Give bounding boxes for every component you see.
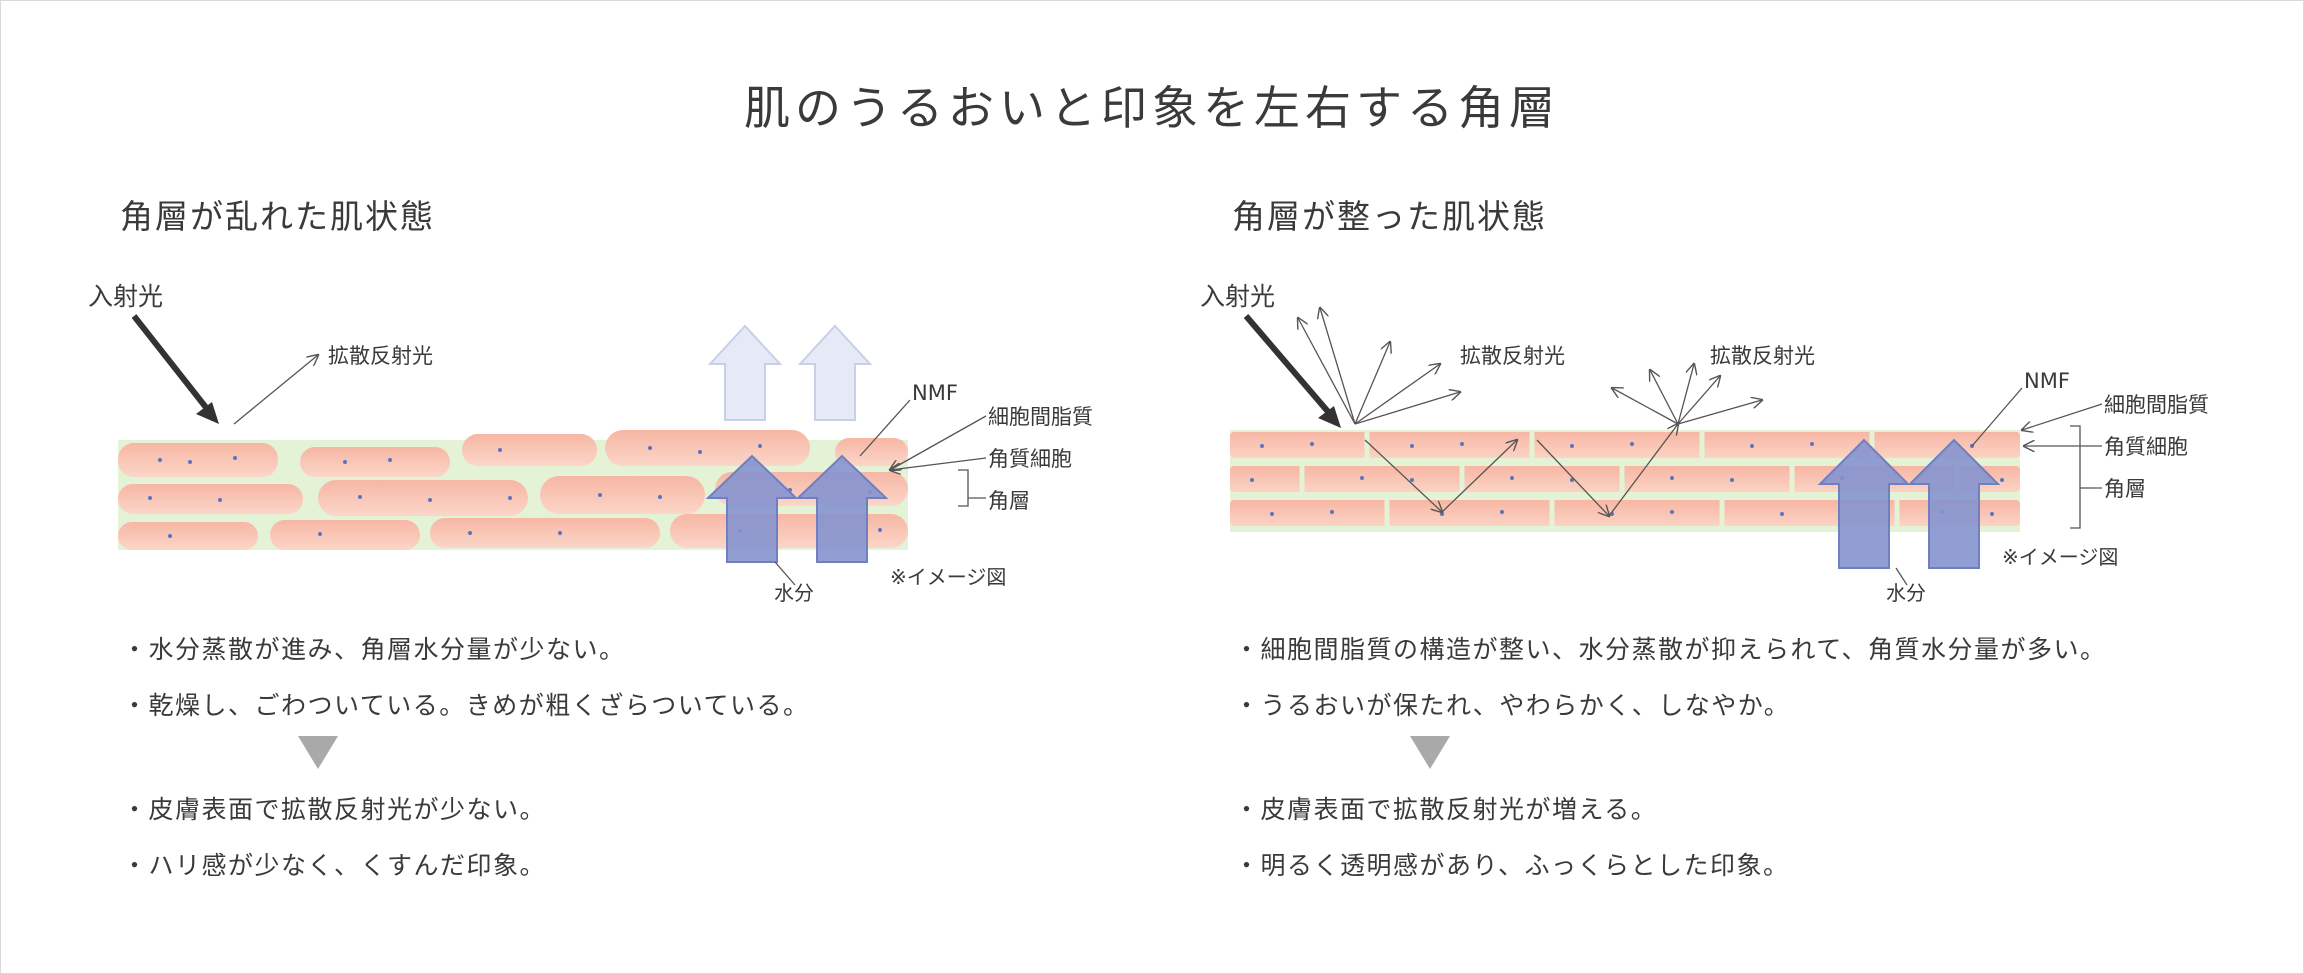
bullet-item: ・うるおいが保たれ、やわらかく、しなやか。 — [1234, 691, 1791, 720]
disordered-skin-diagram: 入射光 拡散反射光 NMF 細胞間脂質 角質細胞 角層 水分 ※イメージ図 — [88, 282, 1093, 605]
bullet-item: ・水分蒸散が進み、角層水分量が少ない。 — [122, 635, 626, 664]
evaporating-water-arrows — [707, 324, 873, 421]
bullet-item: ・乾燥し、ごわついている。きめが粗くざらついている。 — [122, 691, 810, 720]
image-note: ※イメージ図 — [2002, 545, 2118, 569]
cell-borders — [1299, 432, 1960, 526]
diffuse-reflection-fan — [1298, 308, 1460, 425]
stratum-corneum-label: 角層 — [988, 489, 1030, 513]
nmf-label: NMF — [2024, 369, 2070, 393]
incident-light-label: 入射光 — [1200, 282, 1275, 311]
bullet-item: ・明るく透明感があり、ふっくらとした印象。 — [1234, 851, 1790, 880]
bullet-item: ・皮膚表面で拡散反射光が少ない。 — [122, 795, 547, 824]
page-title: 肌のうるおいと印象を左右する角層 — [744, 81, 1560, 135]
panel-disordered: 角層が乱れた肌状態 — [88, 197, 1093, 880]
corneocyte-label: 角質細胞 — [988, 447, 1072, 471]
diffuse-reflection-fan — [1612, 364, 1762, 425]
diffuse-reflection-label: 拡散反射光 — [328, 344, 433, 368]
bullet-item: ・細胞間脂質の構造が整い、水分蒸散が抑えられて、角質水分量が多い。 — [1234, 635, 2107, 664]
incident-light-label: 入射光 — [88, 282, 163, 311]
water-label: 水分 — [1886, 581, 1926, 605]
incident-light-arrow — [1243, 314, 1341, 428]
ordered-skin-diagram: 入射光 拡散反射光 拡散反射光 NMF 細胞間脂質 角質細胞 角層 水分 ※イメ… — [1200, 282, 2209, 605]
label-leader-lines — [1895, 387, 2103, 586]
label-leader-lines — [774, 399, 987, 586]
panel-ordered: 角層が整った肌状態 — [1112, 0, 2264, 974]
corneocyte-label: 角質細胞 — [2104, 435, 2188, 459]
diffuse-reflection-arrow — [233, 355, 318, 425]
incident-light-arrow — [131, 314, 219, 424]
panel-heading: 角層が乱れた肌状態 — [120, 197, 435, 236]
water-arrows — [1817, 438, 2001, 569]
down-triangle-icon — [1410, 736, 1450, 769]
diffuse-reflection-label: 拡散反射光 — [1460, 344, 1565, 368]
nmf-label: NMF — [912, 381, 958, 405]
image-note: ※イメージ図 — [890, 565, 1006, 589]
stratum-corneum-label: 角層 — [2104, 477, 2146, 501]
intercellular-lipid-label: 細胞間脂質 — [988, 405, 1093, 429]
water-arrows — [705, 454, 889, 563]
down-triangle-icon — [298, 736, 338, 769]
internal-light-paths — [1364, 424, 1678, 516]
diffuse-reflection-label: 拡散反射光 — [1710, 344, 1815, 368]
bullet-item: ・ハリ感が少なく、くすんだ印象。 — [122, 851, 547, 880]
water-label: 水分 — [774, 581, 814, 605]
intercellular-lipid-label: 細胞間脂質 — [2104, 393, 2209, 417]
bullet-item: ・皮膚表面で拡散反射光が増える。 — [1234, 795, 1658, 824]
corneocyte-layer — [1230, 432, 2020, 526]
panel-heading: 角層が整った肌状態 — [1232, 197, 1547, 236]
